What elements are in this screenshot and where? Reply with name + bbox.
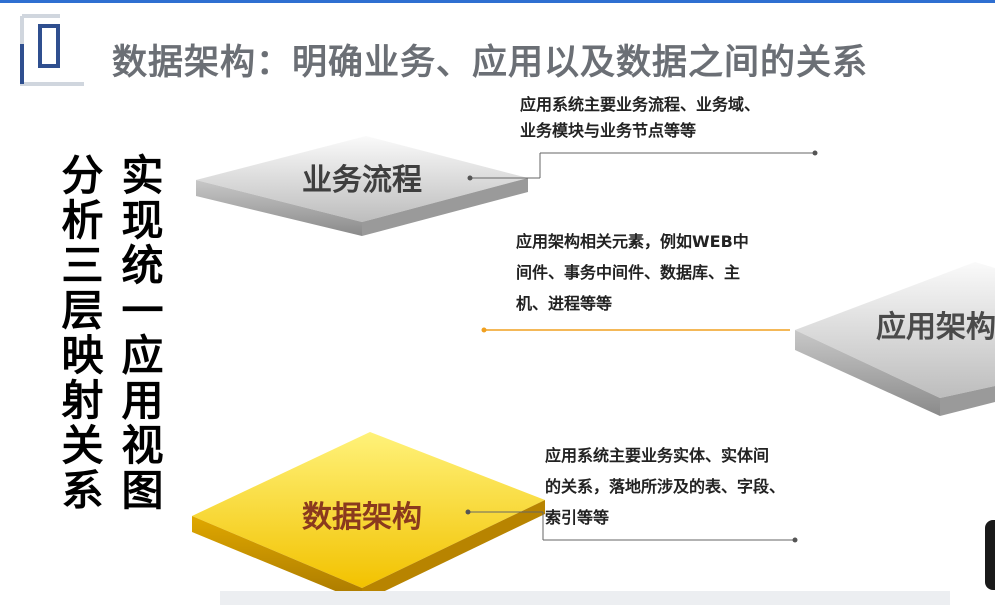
edge-shadow	[985, 520, 995, 590]
data-architecture-label: 数据架构	[302, 500, 422, 535]
application-architecture-slab	[795, 262, 995, 416]
data-architecture-description: 应用系统主要业务实体、实体间 的关系，落地所涉及的表、字段、 索引等等	[545, 446, 786, 528]
application-connector	[481, 327, 790, 333]
data-connector	[465, 509, 798, 543]
page-title: 数据架构：明确业务、应用以及数据之间的关系	[112, 43, 869, 83]
business-process-slab	[196, 136, 528, 236]
data-architecture-slab	[192, 432, 545, 602]
right-column-text: 实现统一应用视图	[115, 153, 164, 513]
business-connector	[467, 150, 818, 181]
logo-icon	[20, 14, 84, 86]
business-process-description: 应用系统主要业务流程、业务域、 业务模块与业务节点等等	[520, 95, 761, 141]
top-accent-bar	[0, 0, 995, 3]
left-column-text: 分析三层映射关系	[55, 153, 104, 513]
application-architecture-description: 应用架构相关元素，例如WEB中 间件、事务中间件、数据库、主 机、进程等等	[516, 232, 749, 314]
application-architecture-label: 应用架构	[876, 310, 995, 345]
bottom-strip	[220, 591, 950, 605]
business-process-label: 业务流程	[302, 163, 422, 198]
